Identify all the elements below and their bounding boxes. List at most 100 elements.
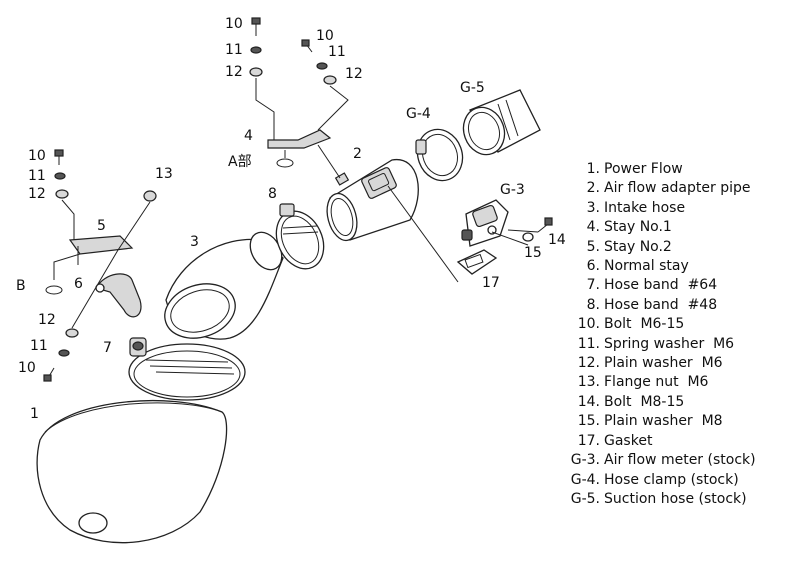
callout-6: 6 bbox=[74, 276, 83, 292]
callout-g5: G-5 bbox=[460, 80, 485, 96]
legend-item-text: Air flow adapter pipe bbox=[604, 180, 751, 197]
power-flow-filter bbox=[36, 399, 228, 544]
legend-item: 1.Power Flow bbox=[556, 160, 796, 179]
callout-14: 14 bbox=[548, 232, 566, 248]
air-flow-adapter-pipe bbox=[326, 159, 419, 242]
legend-item-text: Plain washer M6 bbox=[604, 355, 723, 372]
legend-item-text: Power Flow bbox=[604, 161, 683, 177]
legend-item: 8.Hose band #48 bbox=[556, 296, 796, 315]
legend-item-text: Normal stay bbox=[604, 258, 689, 275]
legend-item-number: G-5. bbox=[570, 490, 600, 507]
stay-no2 bbox=[68, 235, 134, 265]
legend-item: 4.Stay No.1 bbox=[556, 218, 796, 237]
callout-11-top-right: 11 bbox=[328, 44, 346, 60]
callout-13: 13 bbox=[155, 166, 173, 182]
legend-item: 15.Plain washer M8 bbox=[556, 412, 796, 431]
legend-item: G-3.Air flow meter (stock) bbox=[556, 451, 796, 470]
legend-item-text: Air flow meter (stock) bbox=[604, 452, 756, 469]
fasteners-stack-bottom bbox=[43, 328, 79, 382]
callout-labels: 1 2 3 4 5 6 7 8 10 11 12 10 11 12 10 11 … bbox=[16, 16, 566, 422]
legend-item: 11.Spring washer M6 bbox=[556, 335, 796, 354]
legend-item-text: Stay No.2 bbox=[604, 238, 672, 255]
hose-band-48 bbox=[275, 203, 325, 270]
legend-item-number: 12. bbox=[577, 355, 600, 372]
legend-item-text: Gasket bbox=[604, 432, 653, 449]
legend-item: 17.Gasket bbox=[556, 432, 796, 451]
legend-item-number: 17. bbox=[577, 432, 600, 449]
legend-item: 6.Normal stay bbox=[556, 257, 796, 276]
callout-11-bottom: 11 bbox=[30, 338, 48, 354]
legend-item-text: Bolt M6-15 bbox=[604, 316, 685, 333]
callout-5: 5 bbox=[97, 218, 106, 234]
legend-item: 13.Flange nut M6 bbox=[556, 373, 796, 392]
legend-item-text: Bolt M8-15 bbox=[604, 393, 685, 410]
legend-item-number: 15. bbox=[577, 413, 600, 430]
bolt-m8 bbox=[537, 217, 553, 233]
callout-7: 7 bbox=[103, 340, 112, 356]
callout-8: 8 bbox=[268, 186, 277, 202]
callout-g4: G-4 bbox=[406, 106, 431, 122]
callout-3: 3 bbox=[190, 234, 199, 250]
legend-item: 14.Bolt M8-15 bbox=[556, 393, 796, 412]
air-flow-meter-stock bbox=[461, 199, 509, 247]
callout-11-top: 11 bbox=[225, 42, 243, 58]
legend-item-text: Stay No.1 bbox=[604, 219, 672, 236]
hose-clamp-stock bbox=[415, 128, 464, 182]
fasteners-stack-left bbox=[54, 149, 69, 199]
legend-item: 3.Intake hose bbox=[556, 199, 796, 218]
callout-17: 17 bbox=[482, 275, 500, 291]
callout-15: 15 bbox=[524, 245, 542, 261]
callout-4: 4 bbox=[244, 128, 253, 144]
legend-item-number: G-3. bbox=[570, 452, 600, 469]
gasket bbox=[456, 249, 498, 275]
legend-item-number: 1. bbox=[586, 161, 600, 177]
legend-item-number: 6. bbox=[586, 258, 600, 275]
fasteners-stack-top-right bbox=[301, 39, 337, 85]
callout-g3: G-3 bbox=[500, 182, 525, 198]
legend-item-text: Hose clamp (stock) bbox=[604, 471, 739, 488]
callout-10-left: 10 bbox=[28, 148, 46, 164]
legend-item: G-5.Suction hose (stock) bbox=[556, 490, 796, 509]
legend-item-number: 11. bbox=[577, 335, 600, 352]
legend-item-number: 7. bbox=[586, 277, 600, 294]
fasteners-stack-top bbox=[249, 17, 263, 77]
callout-10-bottom: 10 bbox=[18, 360, 36, 376]
intake-hose bbox=[164, 231, 284, 340]
legend-item-text: Flange nut M6 bbox=[604, 374, 709, 391]
callout-12-top-right: 12 bbox=[345, 66, 363, 82]
legend-item: 12.Plain washer M6 bbox=[556, 354, 796, 373]
normal-stay bbox=[95, 273, 142, 318]
legend-item-text: Hose band #64 bbox=[604, 277, 718, 294]
callout-1: 1 bbox=[30, 406, 39, 422]
legend-item-number: 8. bbox=[586, 296, 600, 313]
legend-item-text: Plain washer M8 bbox=[604, 413, 723, 430]
label-b: B bbox=[16, 278, 26, 294]
legend-item: 2.Air flow adapter pipe bbox=[556, 179, 796, 198]
legend-item-number: 3. bbox=[586, 199, 600, 216]
legend-item-number: 13. bbox=[577, 374, 600, 391]
stay-no1 bbox=[267, 129, 341, 179]
hose-band-64 bbox=[128, 337, 246, 401]
callout-10-top: 10 bbox=[225, 16, 243, 32]
callout-2: 2 bbox=[353, 146, 362, 162]
legend-item-number: 14. bbox=[577, 393, 600, 410]
legend-item-number: 2. bbox=[586, 180, 600, 197]
callout-12-left: 12 bbox=[28, 186, 46, 202]
legend-item: 5.Stay No.2 bbox=[556, 238, 796, 257]
legend-item-number: 5. bbox=[586, 238, 600, 255]
callout-11-left: 11 bbox=[28, 168, 46, 184]
callout-12-bottom: 12 bbox=[38, 312, 56, 328]
legend-item-number: G-4. bbox=[570, 471, 600, 488]
detail-a-label: A部 bbox=[228, 154, 252, 170]
legend-item: 7.Hose band #64 bbox=[556, 276, 796, 295]
legend-item-text: Intake hose bbox=[604, 199, 686, 216]
plain-washer-m8 bbox=[522, 232, 534, 242]
callout-12-top: 12 bbox=[225, 64, 243, 80]
suction-hose-stock bbox=[462, 89, 541, 156]
legend-item-number: 4. bbox=[586, 219, 600, 236]
legend-item: 10.Bolt M6-15 bbox=[556, 315, 796, 334]
legend-item-text: Suction hose (stock) bbox=[604, 490, 747, 507]
legend-item-number: 10. bbox=[577, 316, 600, 333]
